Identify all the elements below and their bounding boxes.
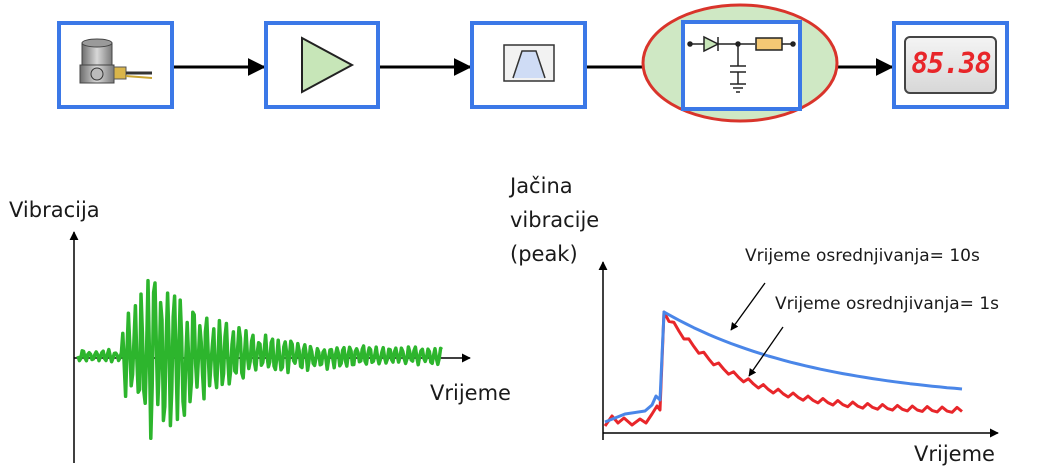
amplifier-triangle-icon [301,36,355,94]
display-block [892,21,1009,109]
left-y-label: Vibracija [9,198,100,222]
left-x-label: Vrijeme [430,381,511,405]
fast-averaging-curve [603,310,963,427]
annotation-10s: Vrijeme osrednjivanja= 10s [745,246,980,266]
display-readout: 85.38 [911,47,991,80]
right-y-label-line-2: vibracije [510,208,600,232]
right-y-label-line-3: (peak) [510,242,578,266]
sensor-block [57,21,174,109]
slow-averaging-curve [604,310,963,424]
detector-block [681,20,802,111]
right-x-label: Vrijeme [914,442,995,466]
pointer-arrow-10s [730,282,766,331]
right-y-label-line-1: Jačina [510,174,573,198]
accelerometer-icon [79,38,153,84]
bandpass-filter-icon [503,44,555,82]
digital-display-icon [904,36,997,94]
pointer-arrow-1s [748,326,784,377]
filter-block [470,21,587,109]
amplifier-block [264,21,380,109]
annotation-1s: Vrijeme osrednjivanja= 1s [775,294,1000,314]
left-vibration-signal [76,278,444,441]
peak-detector-circuit-icon [687,35,796,93]
